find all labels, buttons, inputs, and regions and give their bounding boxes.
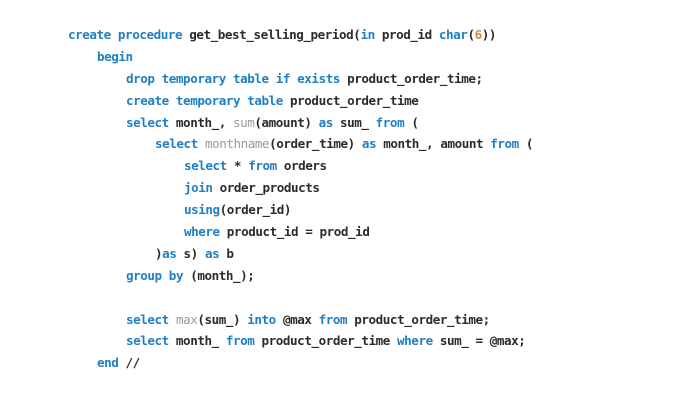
code-token-kw: from xyxy=(375,114,405,130)
code-token-plain: ( xyxy=(518,136,534,152)
code-token-plain: product_order_time xyxy=(254,333,398,349)
code-token-kw: begin xyxy=(97,48,133,64)
code-token-plain: @max xyxy=(275,311,319,327)
code-token-kw: drop temporary table if exists xyxy=(126,70,340,86)
code-token-kw: select xyxy=(184,158,227,174)
code-token-fn: max xyxy=(175,311,198,327)
code-token-plain: month_ xyxy=(168,333,226,349)
code-token-plain: (order_time) xyxy=(269,136,362,152)
code-token-plain: orders xyxy=(276,158,327,174)
code-token-plain: * xyxy=(226,158,249,174)
code-token-plain: sum_ xyxy=(332,114,376,130)
code-token-kw: group by xyxy=(126,267,184,283)
code-token-plain: s) xyxy=(176,245,205,261)
code-token-kw: as xyxy=(162,245,177,261)
code-token-plain: (order_id) xyxy=(219,202,292,218)
code-line: )as s) as b xyxy=(68,243,533,265)
code-token-plain: ( xyxy=(467,27,475,42)
code-token-plain: product_order_time xyxy=(282,92,419,108)
code-token-plain xyxy=(198,136,205,151)
code-token-kw: join xyxy=(184,180,213,196)
code-token-plain: (month_); xyxy=(183,267,255,283)
code-token-plain: prod_id xyxy=(374,27,439,42)
code-token-fn: sum xyxy=(233,114,255,130)
code-token-fn: monthname xyxy=(204,136,270,152)
code-token-kw: as xyxy=(318,114,334,130)
code-token-plain: month_, amount xyxy=(376,136,491,152)
code-token-plain: // xyxy=(118,355,141,371)
code-token-kw: into xyxy=(247,311,276,327)
code-token-kw: end xyxy=(97,355,119,371)
code-token-plain: sum_ = @max; xyxy=(432,333,526,349)
code-line: select month_, sum(amount) as sum_ from … xyxy=(68,112,533,134)
code-line: end // xyxy=(68,352,533,374)
code-line: create temporary table product_order_tim… xyxy=(68,90,533,112)
code-token-kw: where xyxy=(397,333,433,349)
code-token-plain: get_best_selling_period( xyxy=(182,27,361,42)
code-token-kw: from xyxy=(248,158,277,174)
code-token-kw: as xyxy=(361,136,377,152)
code-token-plain: product_order_time; xyxy=(347,311,490,327)
code-token-kw: char xyxy=(438,27,468,42)
code-token-plain: (sum_) xyxy=(197,311,248,327)
code-token-plain: )) xyxy=(481,27,497,42)
code-token-kw: from xyxy=(318,311,348,327)
code-line: begin xyxy=(68,46,533,68)
code-line: select max(sum_) into @max from product_… xyxy=(68,309,533,331)
code-token-kw: as xyxy=(204,245,220,261)
code-token-plain: product_id = prod_id xyxy=(219,224,370,240)
code-token-kw: where xyxy=(184,224,220,240)
code-block: create procedure get_best_selling_period… xyxy=(68,24,534,374)
code-token-kw: select xyxy=(126,114,169,130)
code-token-plain: (amount) xyxy=(254,114,319,130)
code-token-kw: from xyxy=(490,136,519,152)
code-line: create procedure get_best_selling_period… xyxy=(68,24,533,46)
code-line: where product_id = prod_id xyxy=(68,221,533,243)
code-token-plain: ( xyxy=(404,114,419,130)
code-token-kw: from xyxy=(225,333,255,349)
code-token-plain: product_order_time; xyxy=(339,70,483,86)
code-line: group by (month_); xyxy=(68,265,533,287)
code-token-plain: b xyxy=(219,245,234,261)
code-line: select * from orders xyxy=(68,155,533,177)
code-line: join order_products xyxy=(68,177,533,199)
code-token-kw: create procedure xyxy=(68,27,183,42)
code-line: using(order_id) xyxy=(68,199,533,221)
code-token-kw: select xyxy=(126,333,169,349)
code-token-kw: select xyxy=(155,136,198,152)
code-line xyxy=(68,287,533,309)
code-token-kw: in xyxy=(360,27,375,42)
code-line: select monthname(order_time) as month_, … xyxy=(68,133,534,155)
code-token-plain: ) xyxy=(155,245,163,261)
code-line: select month_ from product_order_time wh… xyxy=(68,330,533,352)
code-token-plain: order_products xyxy=(212,180,320,196)
code-token-kw: create temporary table xyxy=(126,92,283,108)
code-token-kw: using xyxy=(184,202,220,218)
code-token-plain xyxy=(169,312,176,327)
code-token-plain: month_, xyxy=(168,114,233,130)
code-line: drop temporary table if exists product_o… xyxy=(68,68,533,90)
code-token-kw: select xyxy=(126,311,169,327)
code-token-num: 6 xyxy=(474,27,483,42)
